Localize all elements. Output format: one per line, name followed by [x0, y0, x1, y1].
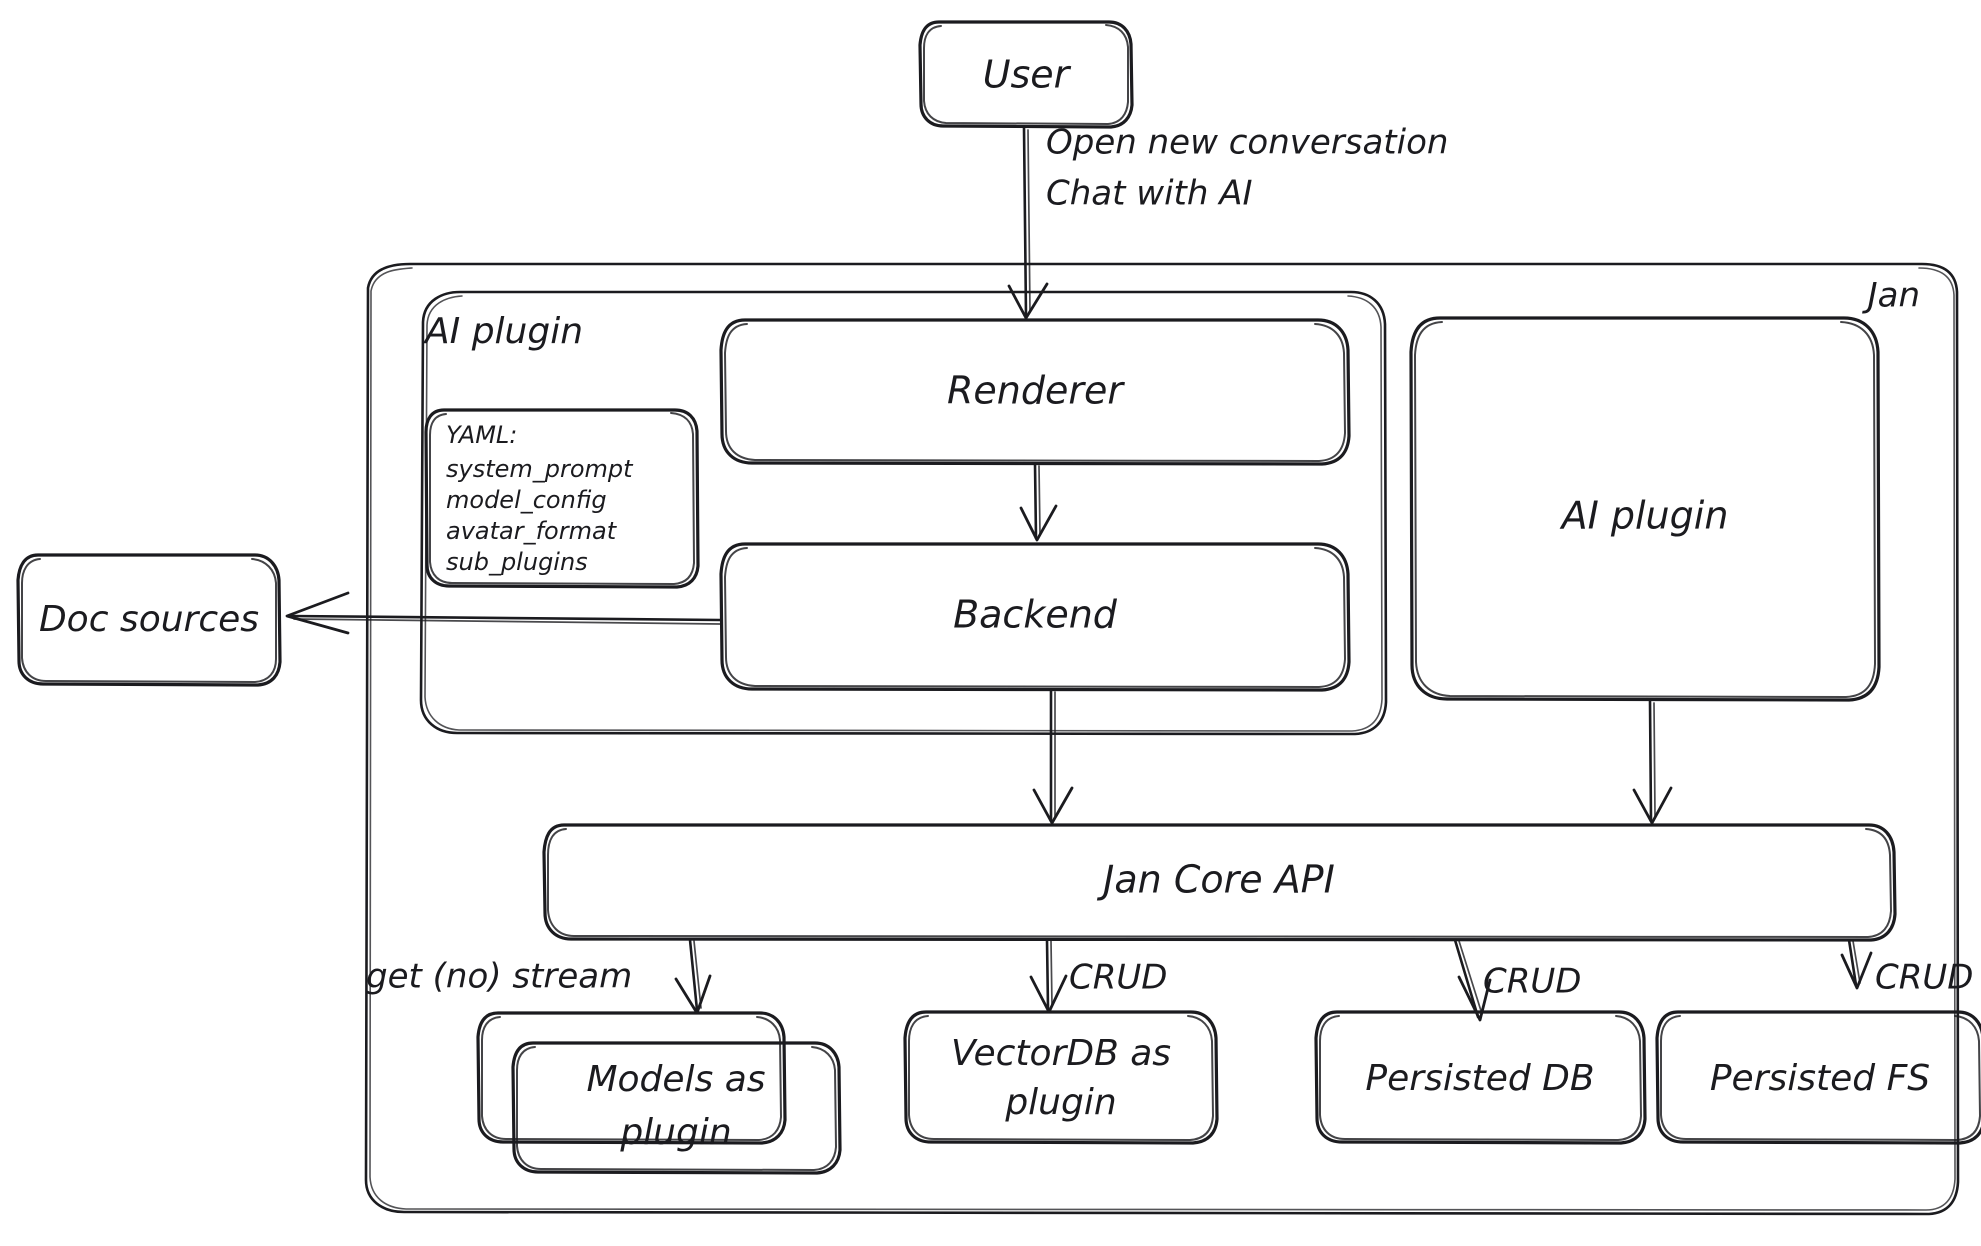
- edge-label-open-new-conversation: Open new conversation: [1046, 123, 1448, 163]
- node-doc-sources[interactable]: Doc sources: [16, 553, 282, 687]
- node-vectordb-label-line1: VectorDB as: [951, 1033, 1171, 1074]
- edge-ai-plugin-to-core-api: [1632, 699, 1673, 825]
- node-renderer[interactable]: Renderer: [719, 318, 1351, 466]
- edge-label-chat-with-ai: Chat with AI: [1046, 174, 1253, 214]
- yaml-line-3: avatar_format: [446, 517, 618, 545]
- node-ai-plugin-box[interactable]: AI plugin: [1409, 316, 1881, 702]
- node-user-label: User: [983, 53, 1072, 97]
- ai-plugin-container-label: AI plugin: [423, 311, 583, 352]
- yaml-line-2: model_config: [446, 486, 607, 514]
- node-persisted-db[interactable]: Persisted DB: [1314, 1010, 1647, 1145]
- node-jan-core-api[interactable]: Jan Core API: [542, 823, 1897, 942]
- node-vectordb-as-plugin[interactable]: VectorDB as plugin: [903, 1010, 1219, 1145]
- edge-core-api-to-vectordb: CRUD: [1029, 938, 1167, 1014]
- node-persisted-db-label: Persisted DB: [1365, 1058, 1594, 1099]
- edge-renderer-to-backend: [1019, 462, 1058, 542]
- node-user[interactable]: User: [918, 20, 1134, 129]
- jan-container-label: Jan: [1862, 276, 1920, 316]
- jan-container[interactable]: Jan: [364, 262, 1960, 1216]
- node-backend-label: Backend: [953, 593, 1118, 637]
- node-renderer-label: Renderer: [947, 369, 1125, 413]
- node-ai-plugin-box-label: AI plugin: [1559, 494, 1729, 538]
- node-models-label-line2: plugin: [619, 1112, 731, 1153]
- node-persisted-fs[interactable]: Persisted FS: [1655, 1010, 1981, 1145]
- node-jan-core-api-label: Jan Core API: [1096, 858, 1335, 902]
- node-backend[interactable]: Backend: [719, 542, 1351, 692]
- edge-label-crud-persisted-fs: CRUD: [1875, 958, 1973, 998]
- node-models-label-line1: Models as: [586, 1059, 765, 1100]
- node-persisted-fs-label: Persisted FS: [1710, 1058, 1930, 1099]
- edge-core-api-to-persisted-db: CRUD: [1453, 938, 1581, 1022]
- edge-core-api-to-models: get (no) stream: [366, 938, 712, 1015]
- yaml-line-1: system_prompt: [446, 455, 634, 483]
- yaml-line-4: sub_plugins: [446, 548, 588, 576]
- edge-core-api-to-persisted-fs: CRUD: [1840, 938, 1973, 998]
- node-models-as-plugin[interactable]: Models as plugin: [476, 1011, 842, 1175]
- edge-user-to-renderer: Open new conversation Chat with AI: [1007, 123, 1448, 320]
- edge-backend-to-core-api: [1032, 688, 1074, 825]
- yaml-line-0: YAML:: [446, 421, 517, 449]
- edge-backend-to-doc-sources: [285, 591, 722, 635]
- node-yaml-config[interactable]: YAML: system_prompt model_config avatar_…: [424, 408, 700, 589]
- edge-label-crud-vectordb: CRUD: [1069, 958, 1167, 998]
- node-vectordb-label-line2: plugin: [1004, 1082, 1116, 1123]
- edge-label-get-no-stream: get (no) stream: [366, 957, 632, 997]
- node-doc-sources-label: Doc sources: [39, 599, 259, 640]
- ai-plugin-container[interactable]: AI plugin: [419, 290, 1388, 736]
- edge-label-crud-persisted-db: CRUD: [1483, 962, 1581, 1002]
